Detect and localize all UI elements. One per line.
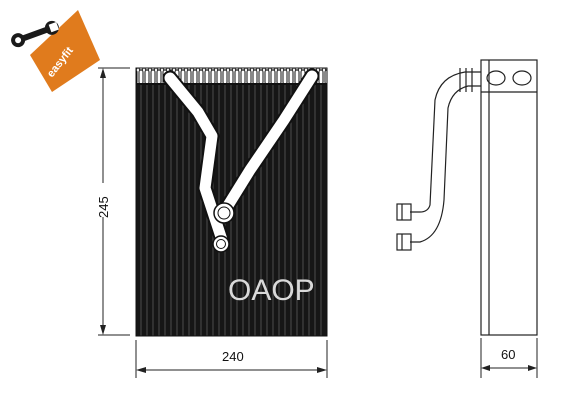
wrench-icon [11,20,59,48]
height-label: 245 [96,196,111,218]
width-label: 240 [222,349,244,364]
upper-port [213,202,235,224]
front-pipes [162,68,320,253]
depth-label: 60 [501,347,515,362]
side-view [396,59,538,336]
easyfit-badge: easyfit [11,10,100,92]
width-dimension: 240 [135,340,328,378]
watermark: OAOP [228,274,315,307]
lower-port [212,235,230,253]
badge-triangle [30,10,100,92]
depth-dimension: 60 [480,338,538,378]
height-dimension: 245 [94,67,130,336]
